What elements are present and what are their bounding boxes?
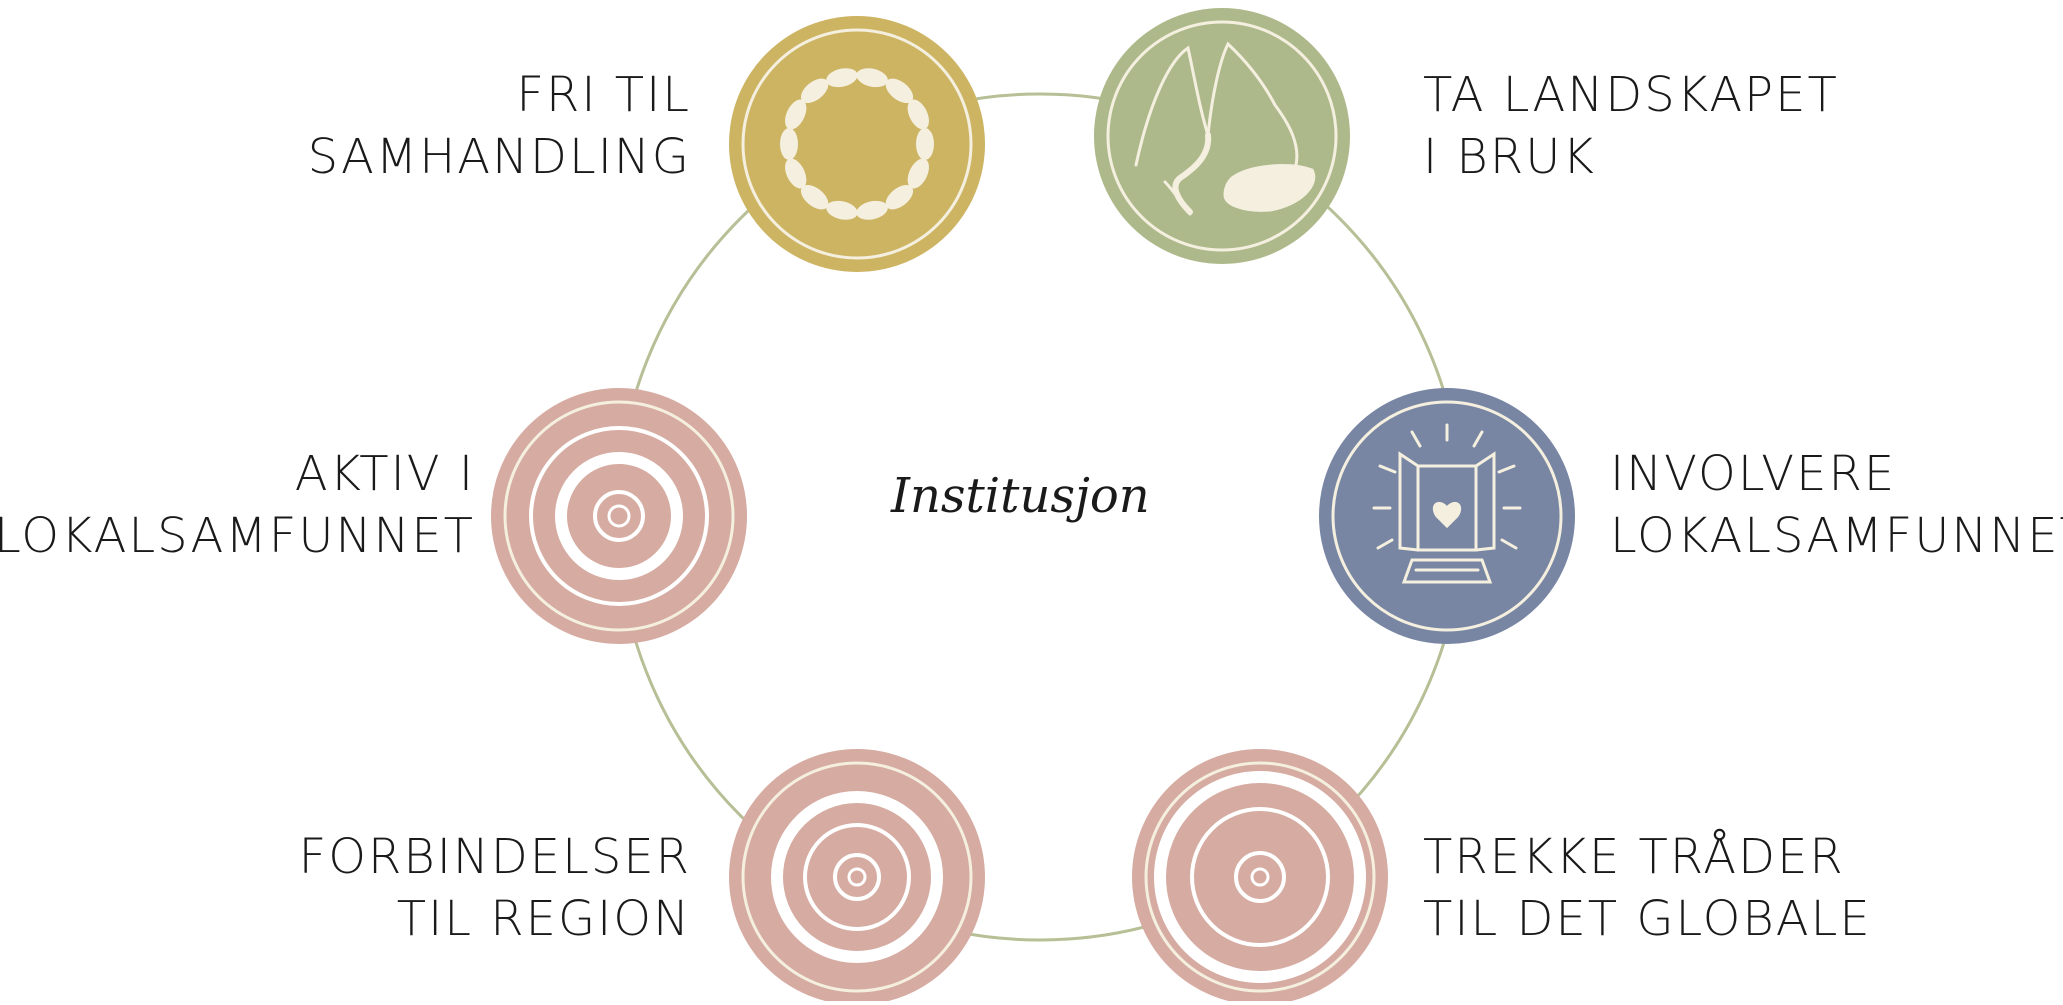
node-aktiv-i-lokalsamfunnet (491, 388, 747, 644)
label-line: TA LANDSKAPET (1423, 67, 1839, 123)
label-line: TIL REGION (396, 891, 691, 947)
node-fri-til-samhandling (729, 16, 985, 272)
open-door-heart-icon (1372, 423, 1522, 584)
bead (907, 158, 929, 189)
node-inner-ring (741, 761, 973, 993)
label-line: LOKALSAMFUNNET (0, 508, 475, 564)
node-trekke-trader-til-det-globale (1132, 749, 1388, 1005)
label-line: LOKALSAMFUNNET (1610, 508, 2063, 564)
center-label: Institusjon (891, 468, 1150, 524)
node-ta-landskapet-i-bruk (1094, 8, 1350, 264)
label-line: SAMHANDLING (307, 129, 691, 185)
bead (800, 78, 829, 104)
node-disc (729, 16, 985, 272)
bead (885, 78, 914, 104)
node-disc (491, 388, 747, 644)
bead (780, 128, 798, 160)
node-involvere-lokalsamfunnet (1319, 388, 1575, 644)
bead (826, 68, 858, 88)
node-disc (1094, 8, 1350, 264)
label-forbindelser-til-region: FORBINDELSER TIL REGION (299, 826, 691, 950)
ring-of-beads-icon (780, 68, 934, 220)
landscape-icon (1134, 41, 1316, 216)
label-line: TIL DET GLOBALE (1423, 891, 1872, 947)
node-inner-ring (1106, 20, 1338, 252)
node-inner-ring (1331, 400, 1563, 632)
label-line: FORBINDELSER (298, 829, 691, 885)
label-line: FRI TIL (516, 67, 691, 123)
bead (907, 99, 929, 130)
label-involvere-lokalsamfunnet: INVOLVERE LOKALSAMFUNNET (1610, 443, 2063, 567)
label-trekke-trader-til-det-globale: TREKKE TRÅDER TIL DET GLOBALE (1423, 826, 1872, 950)
label-aktiv-i-lokalsamfunnet: AKTIV I LOKALSAMFUNNET (0, 443, 475, 567)
node-inner-ring (741, 28, 973, 260)
node-disc (1132, 749, 1388, 1005)
node-inner-ring (1144, 761, 1376, 993)
bead (785, 158, 807, 189)
label-line: AKTIV I (294, 446, 475, 502)
label-fri-til-samhandling: FRI TIL SAMHANDLING (308, 64, 691, 188)
concentric-rings-icon (1154, 771, 1366, 983)
bead (826, 200, 858, 220)
bead (885, 184, 914, 210)
bead (785, 99, 807, 130)
bead (916, 128, 934, 160)
node-disc (729, 749, 985, 1005)
concentric-rings-icon (771, 791, 943, 963)
concentric-rings-icon (529, 426, 709, 606)
label-ta-landskapet-i-bruk: TA LANDSKAPET I BRUK (1423, 64, 1839, 188)
node-forbindelser-til-region (729, 749, 985, 1005)
bead (856, 68, 888, 88)
bead (856, 200, 888, 220)
node-inner-ring (503, 400, 735, 632)
label-line: INVOLVERE (1610, 446, 1897, 502)
label-line: I BRUK (1423, 129, 1596, 185)
label-line: TREKKE TRÅDER (1423, 829, 1845, 885)
bead (800, 184, 829, 210)
